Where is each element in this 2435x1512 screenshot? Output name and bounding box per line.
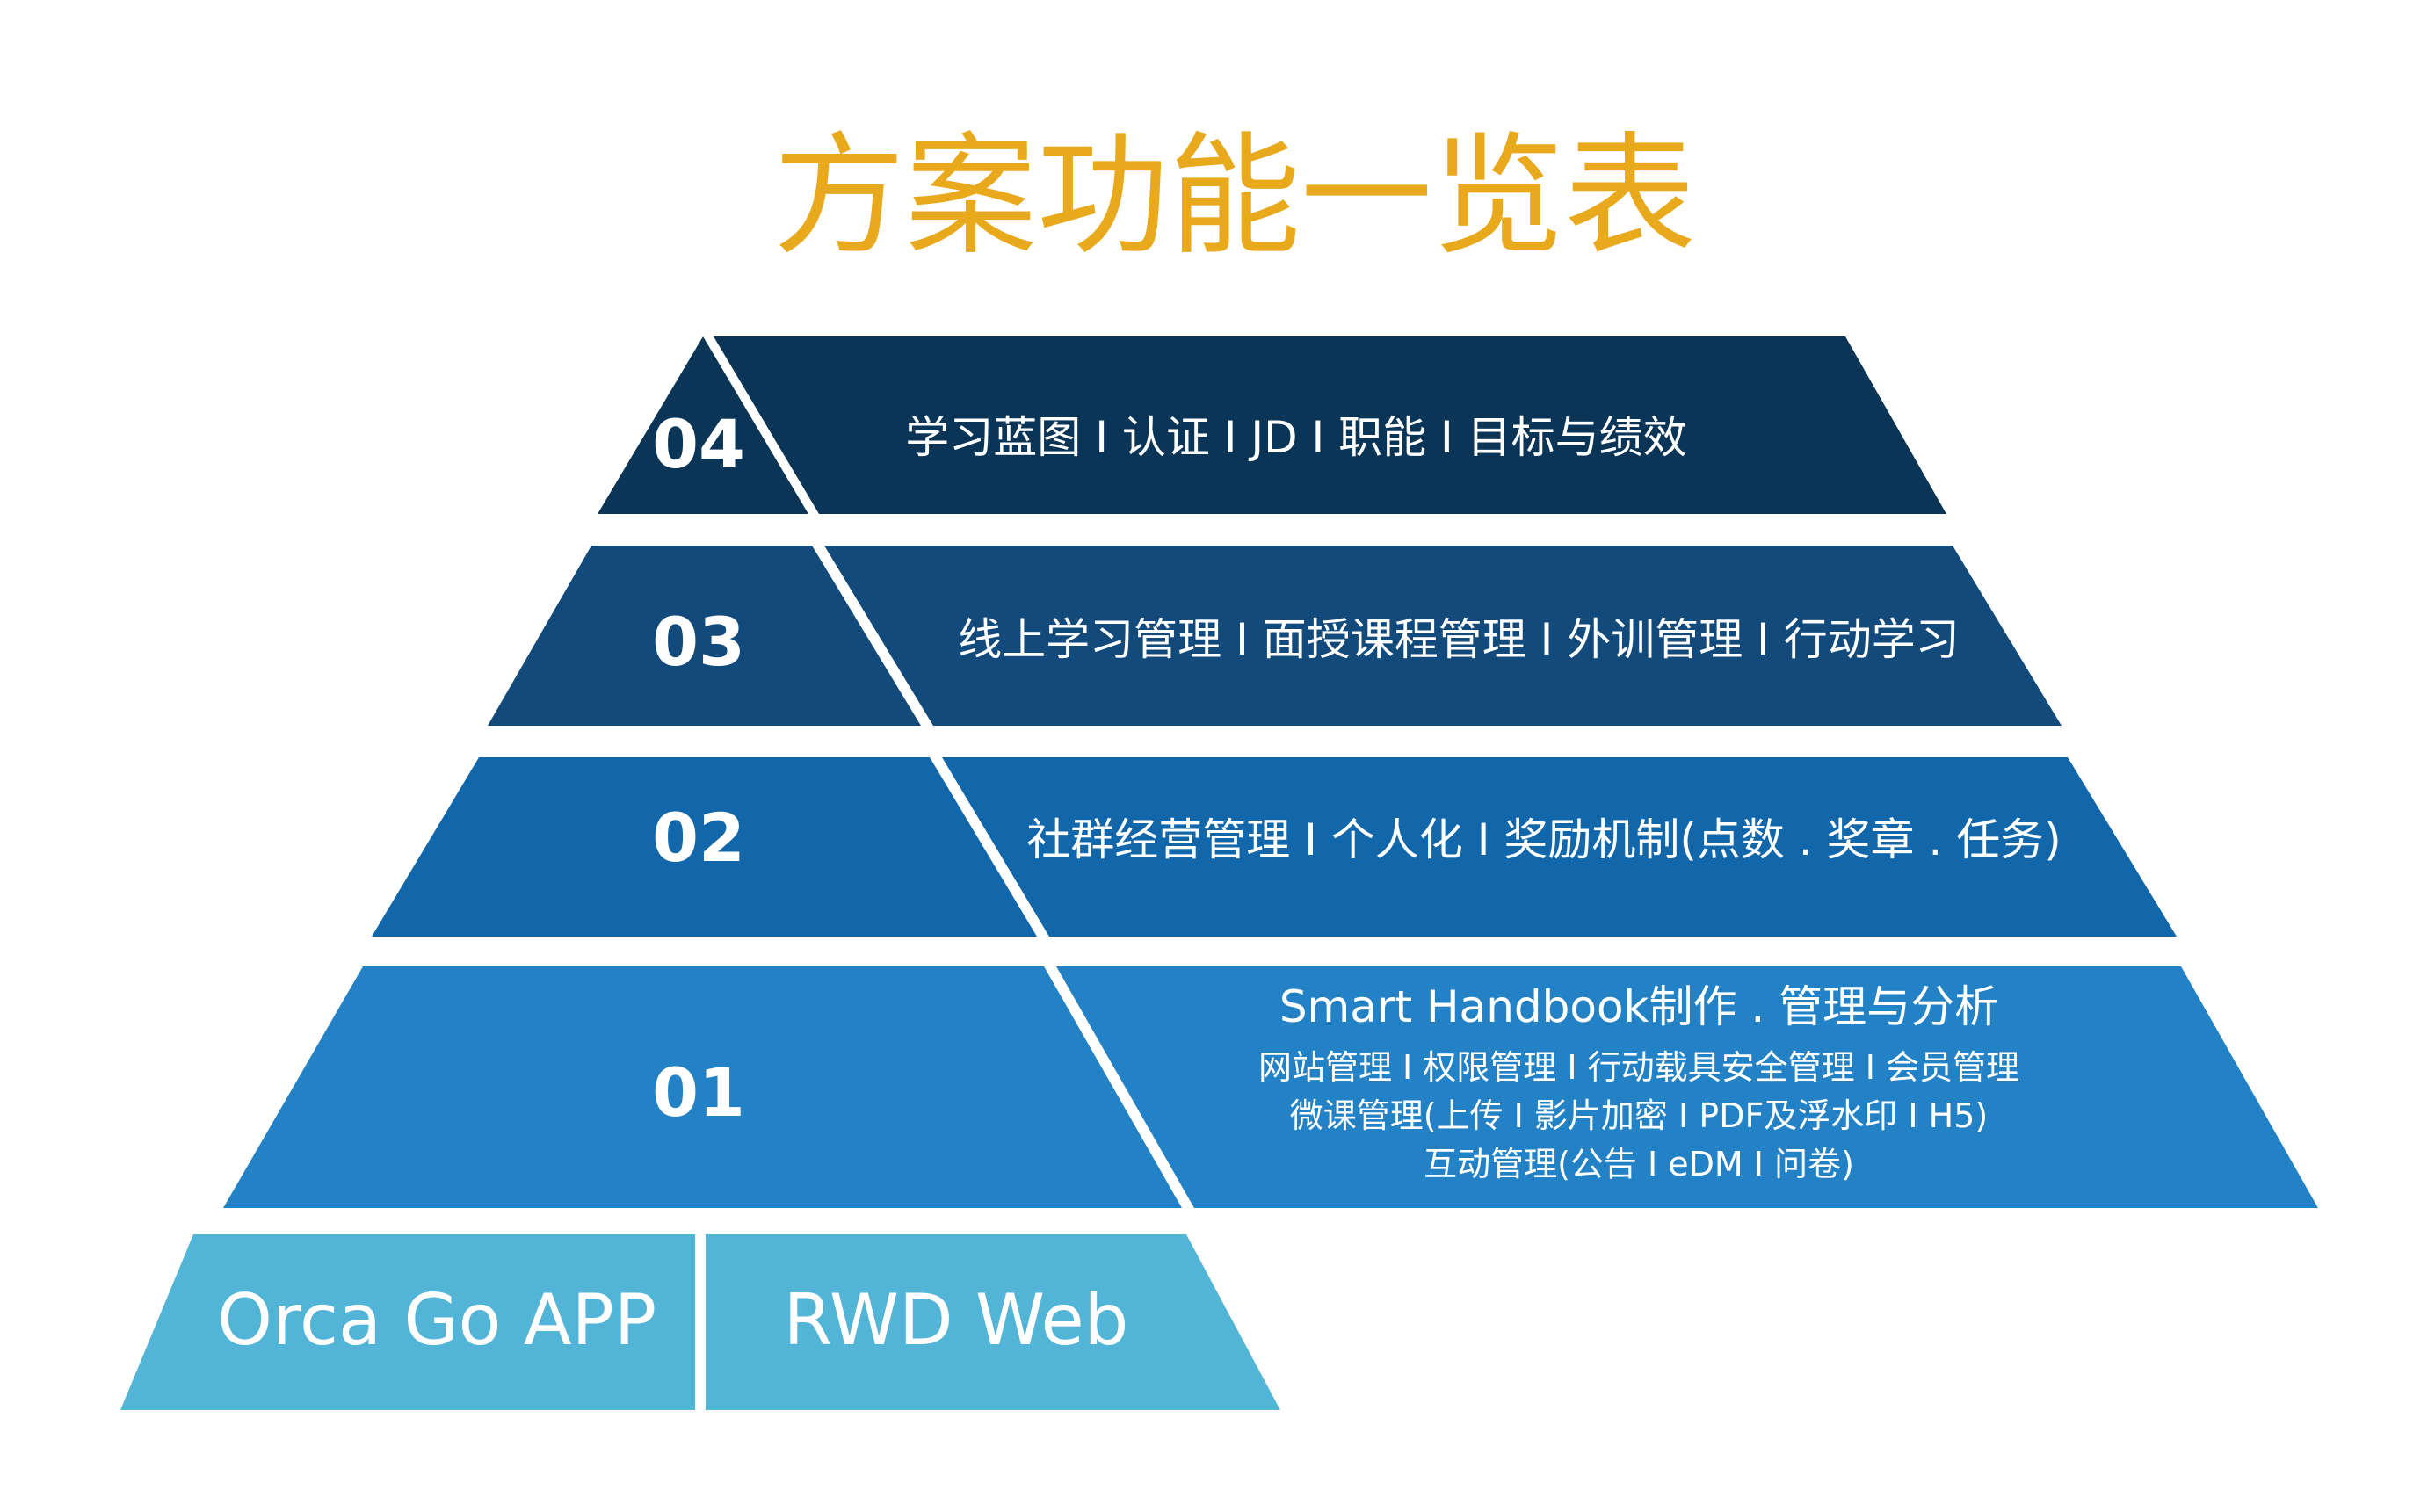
level-03-content-block	[824, 546, 2062, 726]
level-02-number: 02	[652, 799, 745, 877]
level-01-content-block	[1056, 966, 2318, 1208]
level-02-features: 社群经营管理 I 个人化 I 奖励机制(点数 . 奖章 . 任务)	[1026, 814, 2061, 865]
level-04-features: 学习蓝图 I 认证 I JD I 职能 I 目标与绩效	[905, 412, 1686, 463]
level-02-content-block	[942, 757, 2177, 937]
pyramid-base: Orca Go APP RWD Web	[120, 1234, 1280, 1410]
level-03-number: 03	[652, 603, 745, 681]
level-02-number-block	[372, 757, 1037, 937]
level-01-number: 01	[652, 1053, 745, 1132]
base-app-block	[120, 1234, 695, 1410]
page-title: 方案功能一览表	[773, 120, 1696, 273]
base-web-block	[706, 1234, 1280, 1410]
pyramid-level-01: 01 Smart Handbook制作 . 管理与分析 网站管理 I 权限管理 …	[223, 966, 2318, 1208]
level-01-number-block	[223, 966, 1182, 1208]
pyramid-level-02: 02 社群经营管理 I 个人化 I 奖励机制(点数 . 奖章 . 任务)	[372, 757, 2177, 937]
level-04-number-block	[598, 336, 808, 514]
level-04-number: 04	[652, 405, 745, 483]
level-01-headline: Smart Handbook制作 . 管理与分析	[1279, 981, 1998, 1032]
base-web-label: RWD Web	[784, 1279, 1129, 1361]
pyramid-level-04: 04 学习蓝图 I 认证 I JD I 职能 I 目标与绩效	[598, 336, 1946, 514]
level-01-feature-line-1: 网站管理 I 权限管理 I 行动载具安全管理 I 会员管理	[1258, 1048, 2019, 1087]
level-03-features: 线上学习管理 I 面授课程管理 I 外训管理 I 行动学习	[958, 614, 1960, 665]
base-app-label: Orca Go APP	[217, 1279, 656, 1361]
pyramid-level-03: 03 线上学习管理 I 面授课程管理 I 外训管理 I 行动学习	[488, 546, 2062, 726]
level-03-number-block	[488, 546, 921, 726]
level-04-content-block	[714, 336, 1946, 514]
level-01-feature-line-2: 微课管理(上传 I 影片加密 I PDF及浮水印 I H5)	[1290, 1096, 1989, 1135]
level-01-feature-line-3: 互动管理(公告 I eDM I 问卷)	[1424, 1145, 1854, 1183]
